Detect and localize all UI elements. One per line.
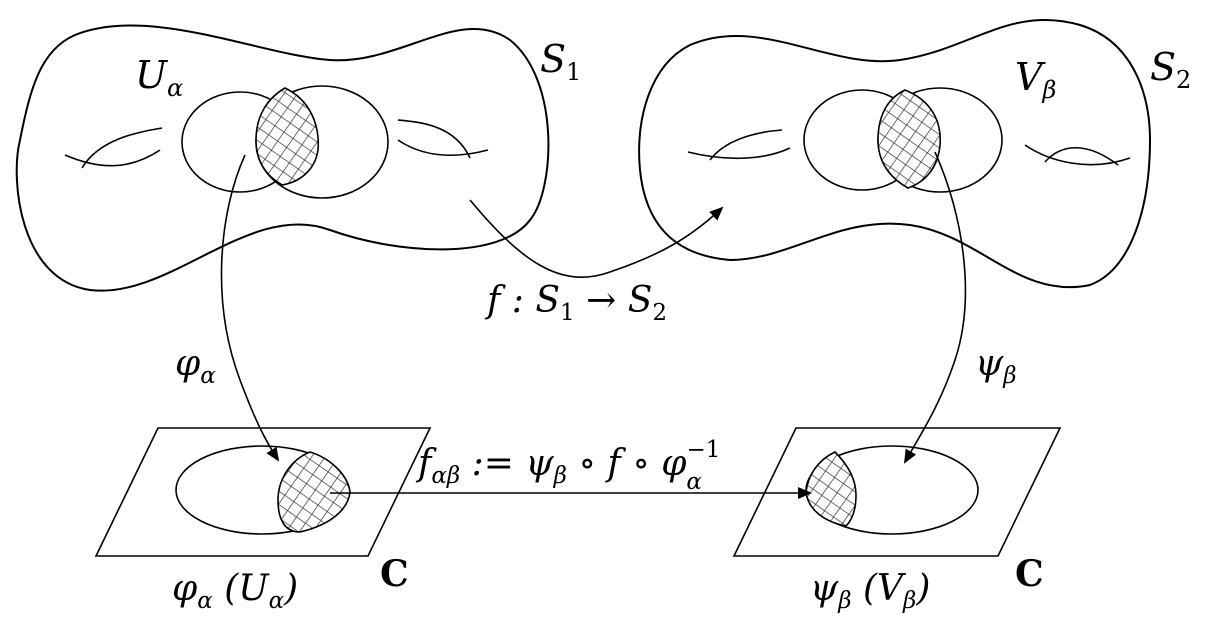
surface-s1-handle-left-upper [81, 127, 163, 169]
surface-s2 [638, 19, 1152, 289]
label-psi-beta: ψβ [975, 343, 1017, 389]
surface-s1-handle-right-upper [397, 119, 471, 159]
label-complex-plane-right: C [1015, 553, 1044, 595]
label-s1: S1 [540, 37, 581, 86]
label-u-alpha: Uα [135, 53, 183, 102]
surface-s2-handle-right-lower [1024, 144, 1131, 166]
label-image-right: ψβ (Vβ) [810, 568, 930, 614]
surface-s1-handle-left-lower [64, 149, 161, 167]
overlap-region-s2 [877, 89, 941, 189]
label-f-map: f : S1 → S2 [484, 280, 667, 326]
surface-s2-handle-left-upper [709, 129, 783, 161]
label-s2: S2 [1150, 45, 1191, 94]
overlap-region-s1 [255, 87, 320, 186]
label-phi-alpha: φα [175, 343, 216, 389]
surface-s2-handle-left-lower [687, 147, 791, 160]
label-v-beta: Vβ [1015, 55, 1056, 104]
surface-s1-handle-right-lower [397, 139, 489, 156]
arrow-f-map [469, 199, 724, 278]
surface-s2-handle-right-upper [1044, 146, 1119, 166]
surface-s1 [15, 24, 550, 292]
image-overlap-left [277, 451, 351, 533]
label-image-left: φα (Uα) [172, 568, 298, 614]
complex-plane-right [732, 427, 1062, 557]
arrow-phi-alpha [220, 154, 280, 462]
arrow-psi-beta [904, 151, 967, 464]
complex-plane-left [94, 427, 432, 557]
image-overlap-right [805, 451, 857, 527]
label-complex-plane-left: C [380, 553, 409, 595]
